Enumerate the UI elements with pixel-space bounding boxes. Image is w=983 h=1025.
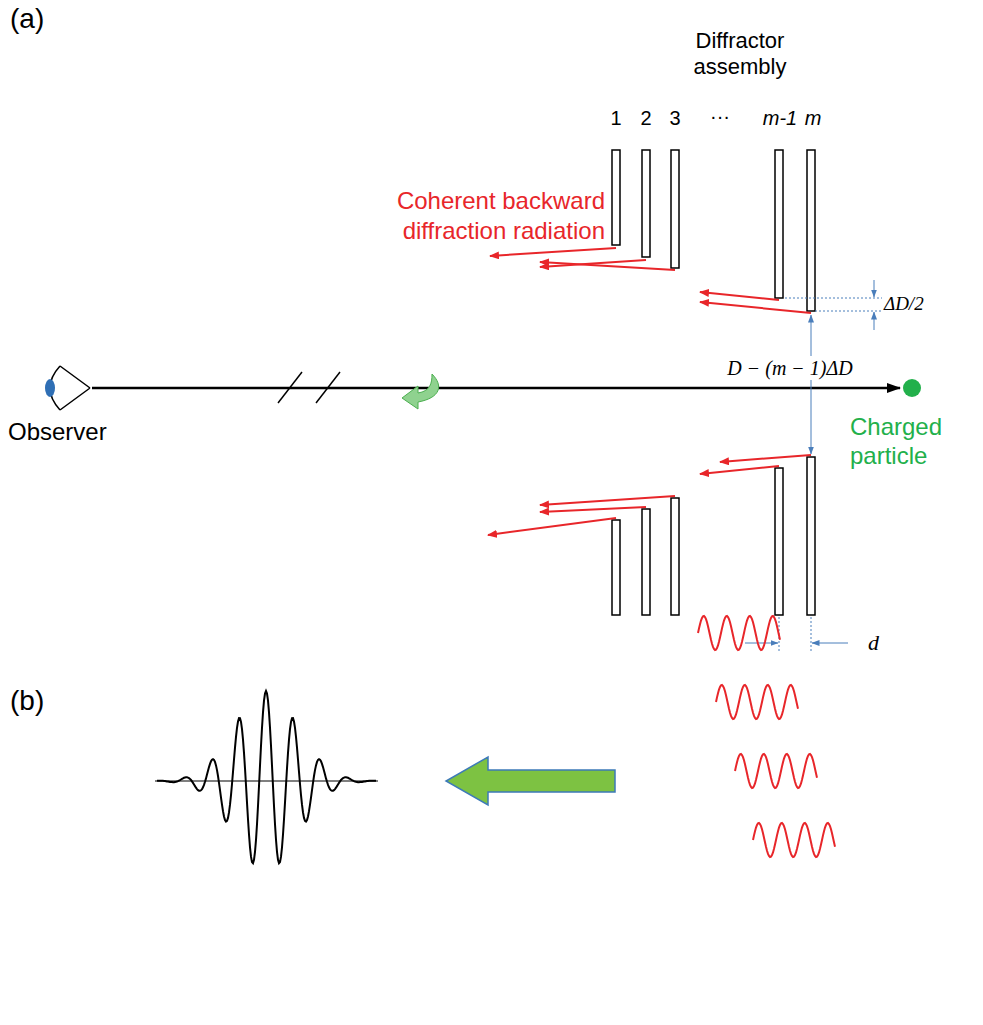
dimension-label: d	[868, 630, 898, 656]
packet-axis	[155, 780, 378, 781]
diffractor-plates	[612, 150, 815, 615]
plate-number: m-1	[752, 106, 808, 130]
radiation-label: Coherent backward diffraction radiation	[395, 186, 605, 246]
diffraction-rays	[488, 248, 811, 535]
dimension-label: ΔD/2	[884, 293, 974, 316]
plate-number: 2	[636, 106, 656, 130]
assembly-label: Diffractor assembly	[670, 28, 810, 81]
particle-label: Charged particle	[850, 413, 978, 471]
plate-number: 3	[665, 106, 685, 130]
axis-break	[278, 372, 340, 403]
panel-label: (a)	[10, 2, 70, 36]
observer-eye	[45, 366, 90, 410]
radiation-bursts	[698, 616, 835, 857]
gap-dimension	[785, 280, 882, 330]
particle-axis	[92, 387, 900, 390]
plate-number: m	[801, 106, 825, 130]
ellipsis: ···	[700, 104, 740, 128]
observer-label: Observer	[8, 418, 128, 447]
aperture-dimension	[811, 315, 812, 454]
summation-arrow	[446, 757, 615, 805]
dimension-label: D − (m − 1)ΔD	[690, 356, 890, 380]
wave-packet	[157, 691, 376, 863]
charged-particle-dot	[903, 379, 921, 397]
rotation-arrow	[402, 374, 439, 409]
spacing-dimension	[745, 617, 848, 652]
plate-number: 1	[606, 106, 626, 130]
panel-label: (b)	[10, 684, 70, 718]
